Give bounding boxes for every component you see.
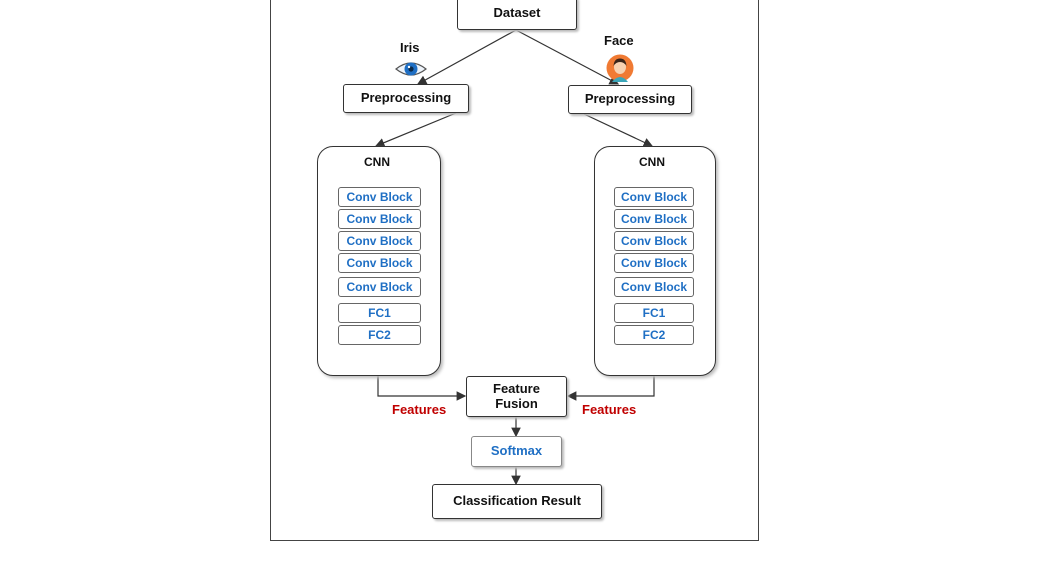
cnn-right-conv-block-1: Conv Block xyxy=(614,187,694,207)
arrow-right-pre-to-cnn xyxy=(583,113,654,147)
cnn-left: CNN Conv Block Conv Block Conv Block Con… xyxy=(317,146,441,376)
cnn-left-conv-block-4: Conv Block xyxy=(338,253,421,273)
eye-icon xyxy=(395,62,427,76)
cnn-right-conv-block-3: Conv Block xyxy=(614,231,694,251)
feature-fusion-box: Feature Fusion xyxy=(466,376,567,417)
cnn-left-conv-block-2: Conv Block xyxy=(338,209,421,229)
cnn-right-conv-block-2: Conv Block xyxy=(614,209,694,229)
features-left-label: Features xyxy=(392,402,447,417)
iris-label: Iris xyxy=(400,40,420,55)
cnn-right-conv-block-4: Conv Block xyxy=(614,253,694,273)
softmax-box: Softmax xyxy=(471,436,562,467)
arrow-left-pre-to-cnn xyxy=(374,112,457,148)
cnn-left-conv-block-5: Conv Block xyxy=(338,277,421,297)
cnn-right-fc2: FC2 xyxy=(614,325,694,345)
arrow-dataset-to-right xyxy=(515,29,620,85)
arrow-dataset-to-left xyxy=(416,29,517,85)
preprocessing-right-box: Preprocessing xyxy=(568,85,692,114)
arrow-left-cnn-to-fusion xyxy=(377,376,467,401)
dataset-box: Dataset xyxy=(457,0,577,30)
face-icon xyxy=(606,54,634,82)
cnn-left-conv-block-1: Conv Block xyxy=(338,187,421,207)
cnn-right-conv-block-5: Conv Block xyxy=(614,277,694,297)
classification-result-box: Classification Result xyxy=(432,484,602,519)
cnn-right-fc1: FC1 xyxy=(614,303,694,323)
features-right-label: Features xyxy=(582,402,637,417)
cnn-left-title: CNN xyxy=(364,155,390,169)
cnn-left-fc2: FC2 xyxy=(338,325,421,345)
preprocessing-left-box: Preprocessing xyxy=(343,84,469,113)
face-label: Face xyxy=(604,33,634,48)
arrow-right-cnn-to-fusion xyxy=(566,376,655,401)
cnn-right-title: CNN xyxy=(639,155,665,169)
diagram-frame xyxy=(270,0,759,541)
cnn-left-fc1: FC1 xyxy=(338,303,421,323)
cnn-right: CNN Conv Block Conv Block Conv Block Con… xyxy=(594,146,716,376)
cnn-left-conv-block-3: Conv Block xyxy=(338,231,421,251)
